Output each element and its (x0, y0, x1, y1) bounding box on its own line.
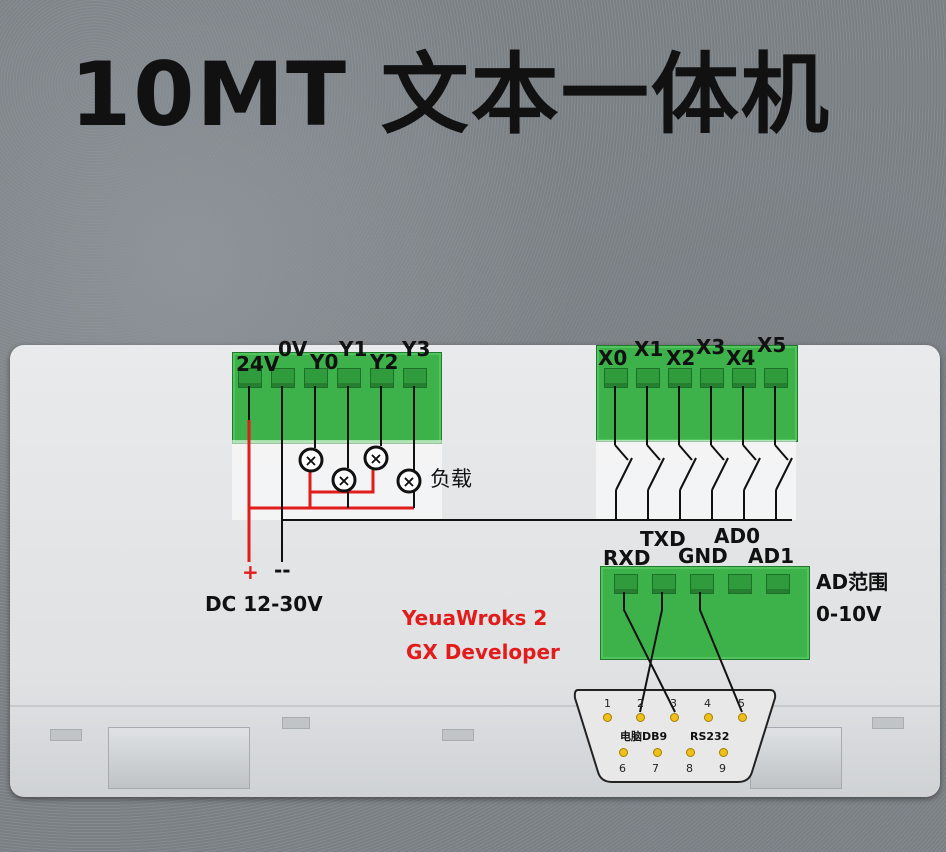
db9-pin-5 (738, 713, 747, 722)
svg-text:×: × (337, 471, 350, 490)
terminal-label-y0: Y0 (310, 350, 339, 374)
load-lamp-y2: × (363, 445, 389, 471)
terminal-label-rxd: RXD (603, 546, 651, 570)
db9-pin-4 (704, 713, 713, 722)
db9-pin-number: 3 (670, 697, 677, 710)
db9-pin-1 (603, 713, 612, 722)
red-wire-24v (247, 420, 414, 562)
db9-pin-number: 7 (652, 762, 659, 775)
db9-pin-number: 8 (686, 762, 693, 775)
load-lamp-y1: × (331, 467, 357, 493)
power-range-label: DC 12-30V (205, 592, 323, 616)
db9-pin-7 (653, 748, 662, 757)
ad-range-value: 0-10V (816, 602, 882, 626)
mount-clip-right (750, 727, 842, 789)
terminal-label-x1: X1 (634, 337, 664, 361)
vent-slot-mid (442, 729, 474, 741)
terminal-label-gnd: GND (678, 544, 728, 568)
svg-text:×: × (402, 472, 415, 491)
polarity-minus: -- (274, 558, 291, 582)
input-switches (614, 386, 793, 520)
terminal-label-x4: X4 (726, 346, 756, 370)
terminal-label-0v: 0V (278, 337, 308, 361)
db9-pin-8 (686, 748, 695, 757)
terminal-label-x2: X2 (666, 346, 696, 370)
terminal-label-ad0: AD0 (714, 524, 760, 548)
mount-clip-left (108, 727, 250, 789)
db9-pin-9 (719, 748, 728, 757)
db9-pin-3 (670, 713, 679, 722)
page-title: 10MT 文本一体机 (70, 43, 831, 146)
software-label-works2: YeuaWroks 2 (402, 606, 548, 630)
polarity-plus: + (242, 560, 259, 584)
power-output-terminal-block (232, 352, 442, 444)
db9-pin-2 (636, 713, 645, 722)
svg-text:×: × (304, 451, 317, 470)
terminal-screw (766, 574, 790, 594)
db9-pin-number: 1 (604, 697, 611, 710)
software-label-gx-developer: GX Developer (406, 640, 560, 664)
ad-range-label: AD范围 (816, 570, 889, 594)
terminal-label-x5: X5 (757, 333, 787, 357)
load-wiring (314, 420, 415, 508)
input-terminal-block (596, 345, 798, 442)
load-label: 负载 (430, 467, 472, 491)
terminal-label-y1: Y1 (339, 337, 368, 361)
terminal-label-txd: TXD (640, 527, 686, 551)
db9-label-pc: 电脑DB9 (620, 730, 668, 743)
load-lamp-y0: × (298, 447, 324, 473)
terminal-screw (728, 574, 752, 594)
db9-connector-outline (573, 689, 777, 783)
db9-pin-number: 2 (637, 697, 644, 710)
wiring-backdrop (596, 440, 796, 520)
terminal-label-y2: Y2 (370, 350, 399, 374)
terminal-label-ad1: AD1 (748, 544, 794, 568)
terminal-label-24v: 24V (236, 352, 280, 376)
vent-slot-left (50, 729, 82, 741)
terminal-leads (248, 386, 415, 420)
device-bottom-edge (10, 705, 940, 799)
terminal-screw (652, 574, 676, 594)
vent-slot-right (872, 717, 904, 729)
terminal-screw (690, 574, 714, 594)
load-lamp-y3: × (396, 468, 422, 494)
svg-text:×: × (369, 449, 382, 468)
terminal-label-y3: Y3 (402, 337, 431, 361)
terminal-screw (614, 574, 638, 594)
db9-label-rs232: RS232 (690, 730, 730, 743)
db9-pin-number: 6 (619, 762, 626, 775)
common-0v-wire (281, 420, 792, 562)
terminal-label-x3: X3 (696, 335, 726, 359)
terminal-label-x0: X0 (598, 346, 628, 370)
db9-pin-number: 5 (738, 697, 745, 710)
vent-slot-mid-left (282, 717, 310, 729)
rs232-wiring (623, 592, 743, 713)
db9-pin-number: 9 (719, 762, 726, 775)
db9-pin-6 (619, 748, 628, 757)
db9-pin-number: 4 (704, 697, 711, 710)
